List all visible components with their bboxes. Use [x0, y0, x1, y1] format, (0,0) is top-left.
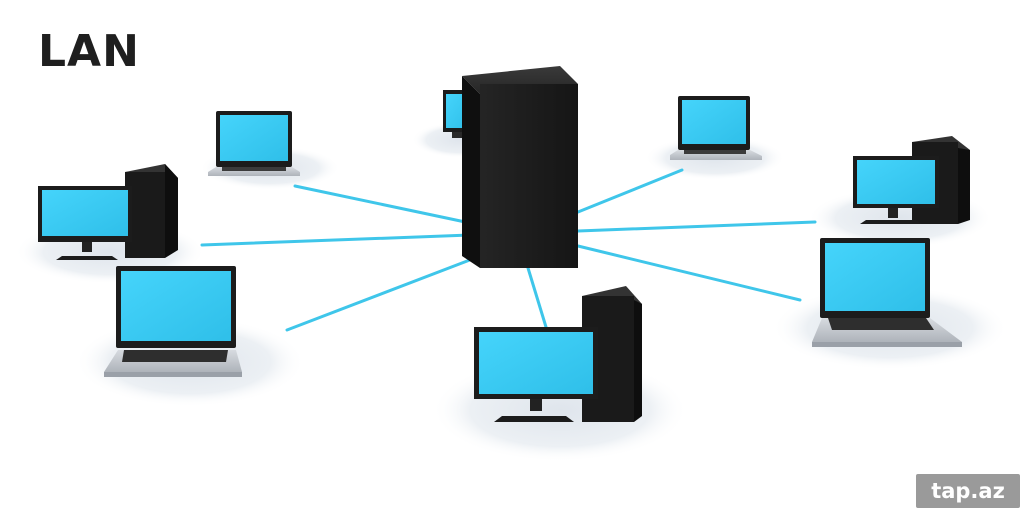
laptop-top-left — [208, 111, 300, 176]
watermark-badge: tap.az — [916, 474, 1020, 508]
cable-to-desktop-right — [576, 220, 817, 233]
laptop-top-right — [670, 96, 762, 160]
desktop-right — [853, 136, 970, 224]
page-title: LAN — [38, 26, 140, 77]
server-tower — [462, 66, 578, 268]
laptop-bottom-left — [104, 266, 242, 377]
cable-to-laptop-top-left — [293, 184, 472, 225]
cable-to-laptop-top-right — [576, 168, 684, 214]
cable-to-desktop-bottom — [526, 266, 548, 329]
cable-to-laptop-bottom-left — [285, 256, 477, 332]
desktop-left — [38, 164, 178, 260]
cable-to-laptop-bottom-right — [576, 244, 802, 302]
laptop-bottom-right — [812, 238, 962, 347]
cable-to-desktop-left — [200, 233, 472, 247]
desktop-bottom — [474, 286, 642, 422]
network-cables — [200, 168, 817, 332]
